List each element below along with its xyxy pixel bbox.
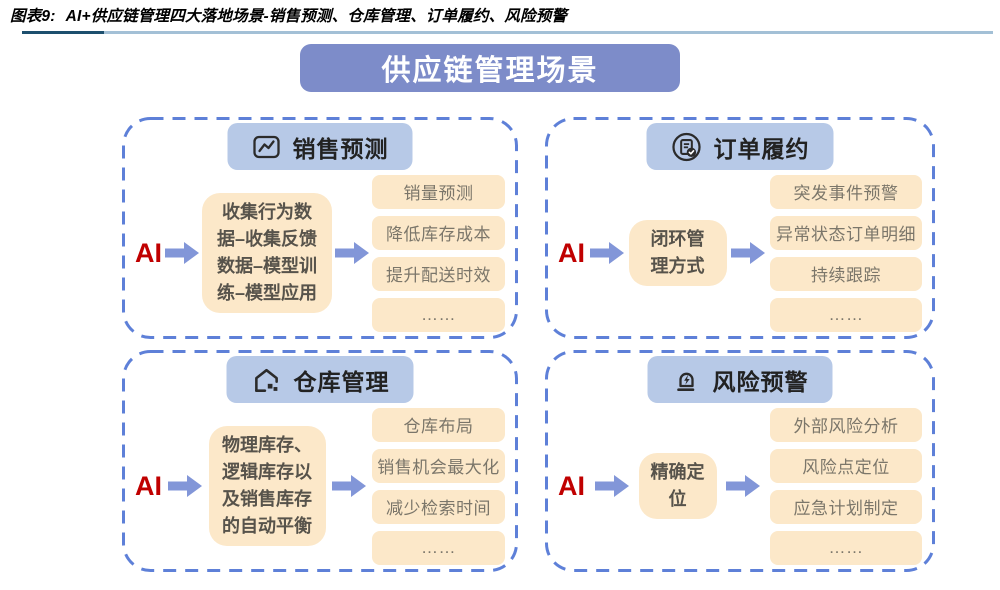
arrow-right-icon [731, 242, 766, 264]
alarm-icon [672, 365, 702, 395]
figure-caption: 图表9: AI+供应链管理四大落地场景-销售预测、仓库管理、订单履约、风险预警 [10, 4, 567, 26]
scene-title-pill: 仓库管理 [226, 356, 414, 403]
scene-box-warehouse-management: 仓库管理 AI 物理库存、逻辑库存以及销售库存的自动平衡 仓库布局 销售机会最大… [122, 350, 518, 572]
caption-rule-light-segment [104, 31, 993, 34]
output-pill: 异常状态订单明细 [770, 215, 922, 250]
outputs-list: 销量预测 降低库存成本 提升配送时效 …… [372, 174, 505, 332]
scene-box-sales-forecast: 销售预测 AI 收集行为数据–收集反馈数据–模型训练–模型应用 销量预测 降低库… [122, 117, 518, 339]
dashed-border [122, 350, 518, 572]
output-pill: 外部风险分析 [770, 407, 922, 442]
process-box: 收集行为数据–收集反馈数据–模型训练–模型应用 [202, 193, 332, 313]
process-box: 闭环管理方式 [628, 220, 727, 286]
dashed-border [545, 350, 935, 572]
output-pill: 持续跟踪 [770, 256, 922, 291]
scene-flow: AI 物理库存、逻辑库存以及销售库存的自动平衡 仓库布局 销售机会最大化 减少检… [135, 406, 505, 566]
scene-title: 仓库管理 [293, 368, 390, 395]
process-box: 物理库存、逻辑库存以及销售库存的自动平衡 [208, 426, 326, 546]
figure-number: 图表9: [10, 8, 56, 25]
scene-flow: AI 闭环管理方式 突发事件预警 异常状态订单明细 持续跟踪 …… [558, 173, 922, 333]
output-pill: 提升配送时效 [372, 256, 505, 291]
arrow-right-icon [331, 475, 366, 497]
output-pill: 仓库布局 [372, 407, 505, 442]
outputs-list: 突发事件预警 异常状态订单明细 持续跟踪 …… [770, 174, 922, 332]
scene-title-pill: 订单履约 [646, 123, 834, 170]
scene-title-pill: 风险预警 [647, 356, 833, 403]
outputs-list: 外部风险分析 风险点定位 应急计划制定 …… [770, 407, 922, 565]
arrow-right-icon [335, 242, 369, 264]
dashed-border [545, 117, 935, 339]
arrow-right-icon [165, 242, 199, 264]
line-chart-icon [252, 132, 282, 162]
scene-flow: AI 精确定位 外部风险分析 风险点定位 应急计划制定 …… [558, 406, 922, 566]
output-pill: 风险点定位 [770, 448, 922, 483]
scene-flow: AI 收集行为数据–收集反馈数据–模型训练–模型应用 销量预测 降低库存成本 提… [135, 173, 505, 333]
scene-title: 订单履约 [713, 135, 810, 162]
diagram-banner: 供应链管理场景 [300, 44, 680, 92]
scene-title: 销售预测 [292, 135, 389, 162]
output-pill: 降低库存成本 [372, 215, 505, 250]
caption-rule-dark-segment [22, 31, 104, 34]
scene-title-pill: 销售预测 [227, 123, 413, 170]
outputs-list: 仓库布局 销售机会最大化 减少检索时间 …… [372, 407, 505, 565]
order-check-icon [671, 131, 703, 163]
caption-rule [22, 31, 993, 34]
arrow-right-icon [726, 475, 761, 497]
ai-label: AI [135, 470, 162, 501]
output-pill: …… [770, 297, 922, 332]
output-pill: 减少检索时间 [372, 489, 505, 524]
process-box: 精确定位 [638, 453, 717, 519]
output-pill: …… [372, 297, 505, 332]
scene-title: 风险预警 [712, 368, 809, 395]
figure-title: AI+供应链管理四大落地场景-销售预测、仓库管理、订单履约、风险预警 [65, 8, 568, 25]
scene-box-risk-warning: 风险预警 AI 精确定位 外部风险分析 风险点定位 应急计划制定 …… [545, 350, 935, 572]
arrow-right-icon [594, 475, 629, 497]
output-pill: 应急计划制定 [770, 489, 922, 524]
arrow-right-icon [168, 475, 203, 497]
output-pill: 销量预测 [372, 174, 505, 209]
ai-label: AI [558, 237, 585, 268]
warehouse-icon [251, 364, 283, 396]
scene-box-order-fulfillment: 订单履约 AI 闭环管理方式 突发事件预警 异常状态订单明细 持续跟踪 …… [545, 117, 935, 339]
ai-label: AI [135, 237, 162, 268]
ai-label: AI [558, 470, 585, 501]
dashed-border [122, 117, 518, 339]
output-pill: 销售机会最大化 [372, 448, 505, 483]
output-pill: …… [770, 530, 922, 565]
arrow-right-icon [589, 242, 624, 264]
output-pill: …… [372, 530, 505, 565]
output-pill: 突发事件预警 [770, 174, 922, 209]
